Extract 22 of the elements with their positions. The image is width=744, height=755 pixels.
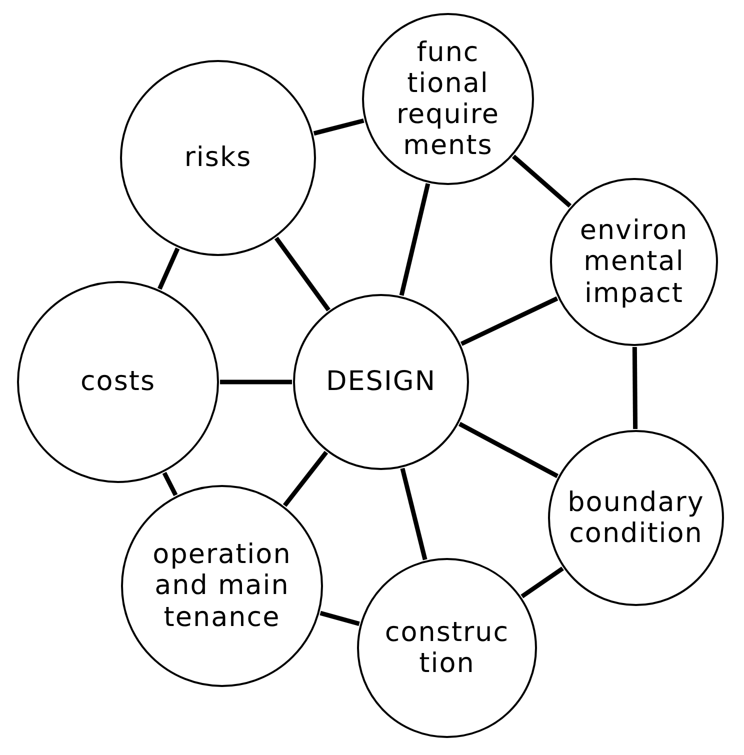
connector-line <box>520 566 564 598</box>
connector-line <box>274 236 330 312</box>
connector-line <box>162 472 178 496</box>
topic-label: boundary condition <box>568 486 704 550</box>
connector-line <box>458 422 559 478</box>
connector-line <box>220 380 292 384</box>
topic-label: operation and main tenance <box>152 539 292 633</box>
connector-line <box>399 183 430 296</box>
connector-line <box>460 296 558 346</box>
connector-line <box>158 247 180 290</box>
topic-label: DESIGN <box>326 366 436 398</box>
connector-line <box>313 118 364 136</box>
connector-line <box>320 610 360 626</box>
connector-line <box>282 450 328 507</box>
connector-line <box>512 154 572 208</box>
topic-label: costs <box>80 366 156 398</box>
topic-label: func tional require ments <box>396 36 500 162</box>
topic-label: environ mental impact <box>580 215 688 309</box>
topic-label: risks <box>184 142 252 174</box>
connector-line <box>632 346 638 430</box>
topic-label: construc tion <box>384 616 510 680</box>
connector-line <box>400 468 428 560</box>
